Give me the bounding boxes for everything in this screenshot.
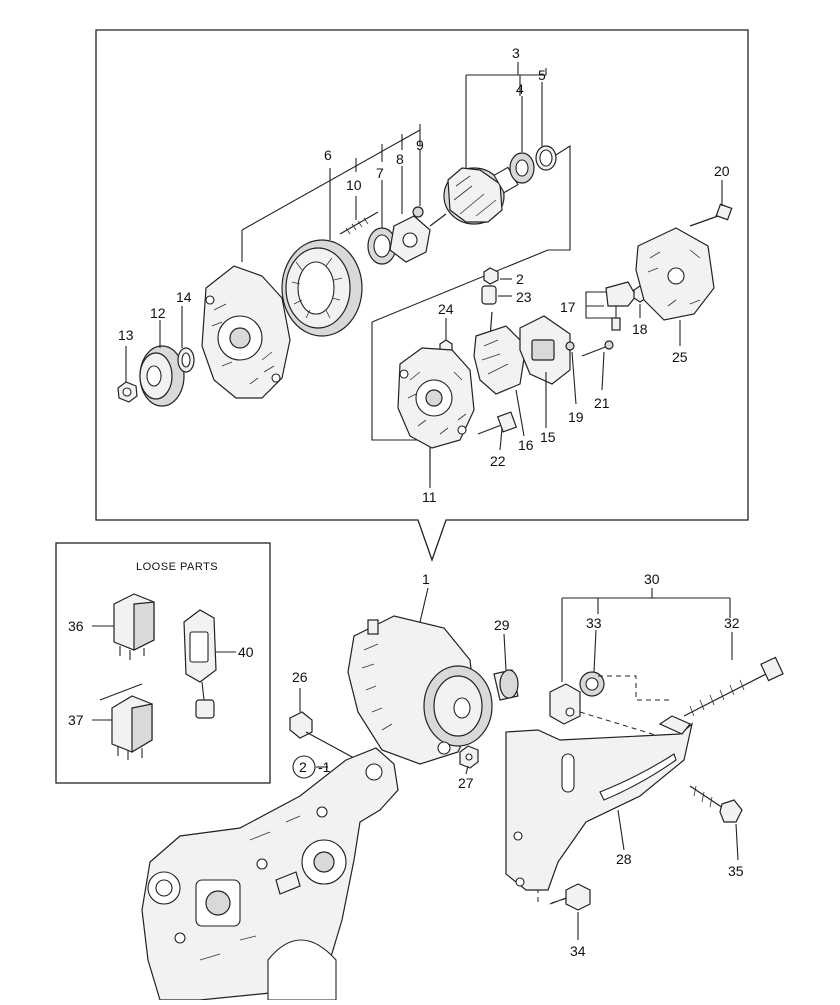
label-9: 9: [416, 137, 424, 153]
label-3: 3: [512, 45, 520, 61]
label-5: 5: [538, 67, 546, 83]
label-20: 20: [714, 163, 730, 179]
stud-10: [339, 211, 379, 235]
bushing-23: [481, 285, 497, 305]
label-24: 24: [438, 301, 454, 317]
label-23: 23: [516, 289, 532, 305]
collar-14: [177, 347, 195, 373]
front-housing: [201, 265, 291, 399]
bolt-22: [477, 411, 518, 435]
retainer-plate-8: [389, 215, 431, 263]
adjust-block: [549, 683, 581, 725]
regulator-15: [519, 315, 571, 385]
rear-cover-25: [635, 227, 715, 321]
bolt-35: [689, 785, 743, 823]
label-dash-1: -1: [318, 759, 331, 775]
relay-37: [99, 683, 153, 760]
label-22: 22: [490, 453, 506, 469]
rear-housing-11: [397, 347, 475, 449]
bolt-21: [581, 340, 614, 357]
bolt-34: [549, 883, 591, 911]
label-16: 16: [518, 437, 534, 453]
label-28: 28: [616, 851, 632, 867]
leader-lines: [92, 82, 739, 940]
label-13: 13: [118, 327, 134, 343]
label-33: 33: [586, 615, 602, 631]
pulley-12: [139, 345, 185, 407]
label-17: 17: [560, 299, 576, 315]
relay-40: [183, 609, 217, 719]
relay-36: [113, 593, 155, 660]
label-6: 6: [324, 147, 332, 163]
label-18: 18: [632, 321, 648, 337]
label-36: 36: [68, 618, 84, 634]
loose-parts-box: [55, 542, 271, 784]
label-34: 34: [570, 943, 586, 959]
bearing-4: [509, 152, 535, 184]
bracket-group-6: [241, 124, 421, 262]
label-10: 10: [346, 177, 362, 193]
label-2: 2: [516, 271, 524, 287]
label-12: 12: [150, 305, 166, 321]
collar-33: [579, 671, 605, 697]
gear-case-cover: [141, 747, 399, 1001]
label-21: 21: [594, 395, 610, 411]
label-11: 11: [422, 489, 437, 505]
circled-ref-2: [292, 755, 316, 779]
label-14: 14: [176, 289, 192, 305]
label-1: 1: [422, 571, 430, 587]
label-40: 40: [238, 644, 254, 660]
label-29: 29: [494, 617, 510, 633]
bolt-20: [689, 203, 733, 227]
rectifier-16: [473, 311, 527, 395]
bracket-group-30: [561, 588, 731, 682]
rotor-3: [429, 166, 519, 227]
label-35: 35: [728, 863, 744, 879]
reference-numbers: 3 5 4 9 8 6 7 10 20 2 23 17 24 12 14 13 …: [68, 45, 744, 959]
label-8: 8: [396, 151, 404, 167]
terminal-set-17: [605, 281, 637, 331]
screw-9: [412, 206, 424, 218]
circled-label-2: 2: [299, 759, 307, 775]
label-7: 7: [376, 165, 384, 181]
collar-29: [493, 669, 519, 701]
label-4: 4: [516, 81, 524, 97]
exploded-view-frame: [95, 29, 749, 562]
nut-13: [117, 381, 138, 403]
label-19: 19: [568, 409, 584, 425]
loose-parts-title: LOOSE PARTS: [136, 561, 218, 573]
label-37: 37: [68, 712, 84, 728]
label-25: 25: [672, 349, 688, 365]
bolt-26: [289, 711, 355, 759]
bolt-32: [683, 656, 784, 717]
alternator-1: [347, 615, 493, 765]
stator-6: [281, 239, 363, 337]
nut-27: [459, 745, 479, 769]
label-30: 30: [644, 571, 660, 587]
ring-5: [535, 145, 557, 171]
adjusting-bracket-28: [505, 715, 693, 891]
label-32: 32: [724, 615, 740, 631]
label-26: 26: [292, 669, 308, 685]
nut-2: [483, 267, 499, 285]
bracket-group-3: [465, 62, 547, 172]
screw-19: [565, 341, 575, 351]
bearing-7: [367, 227, 397, 265]
label-27: 27: [458, 775, 474, 791]
label-15: 15: [540, 429, 556, 445]
